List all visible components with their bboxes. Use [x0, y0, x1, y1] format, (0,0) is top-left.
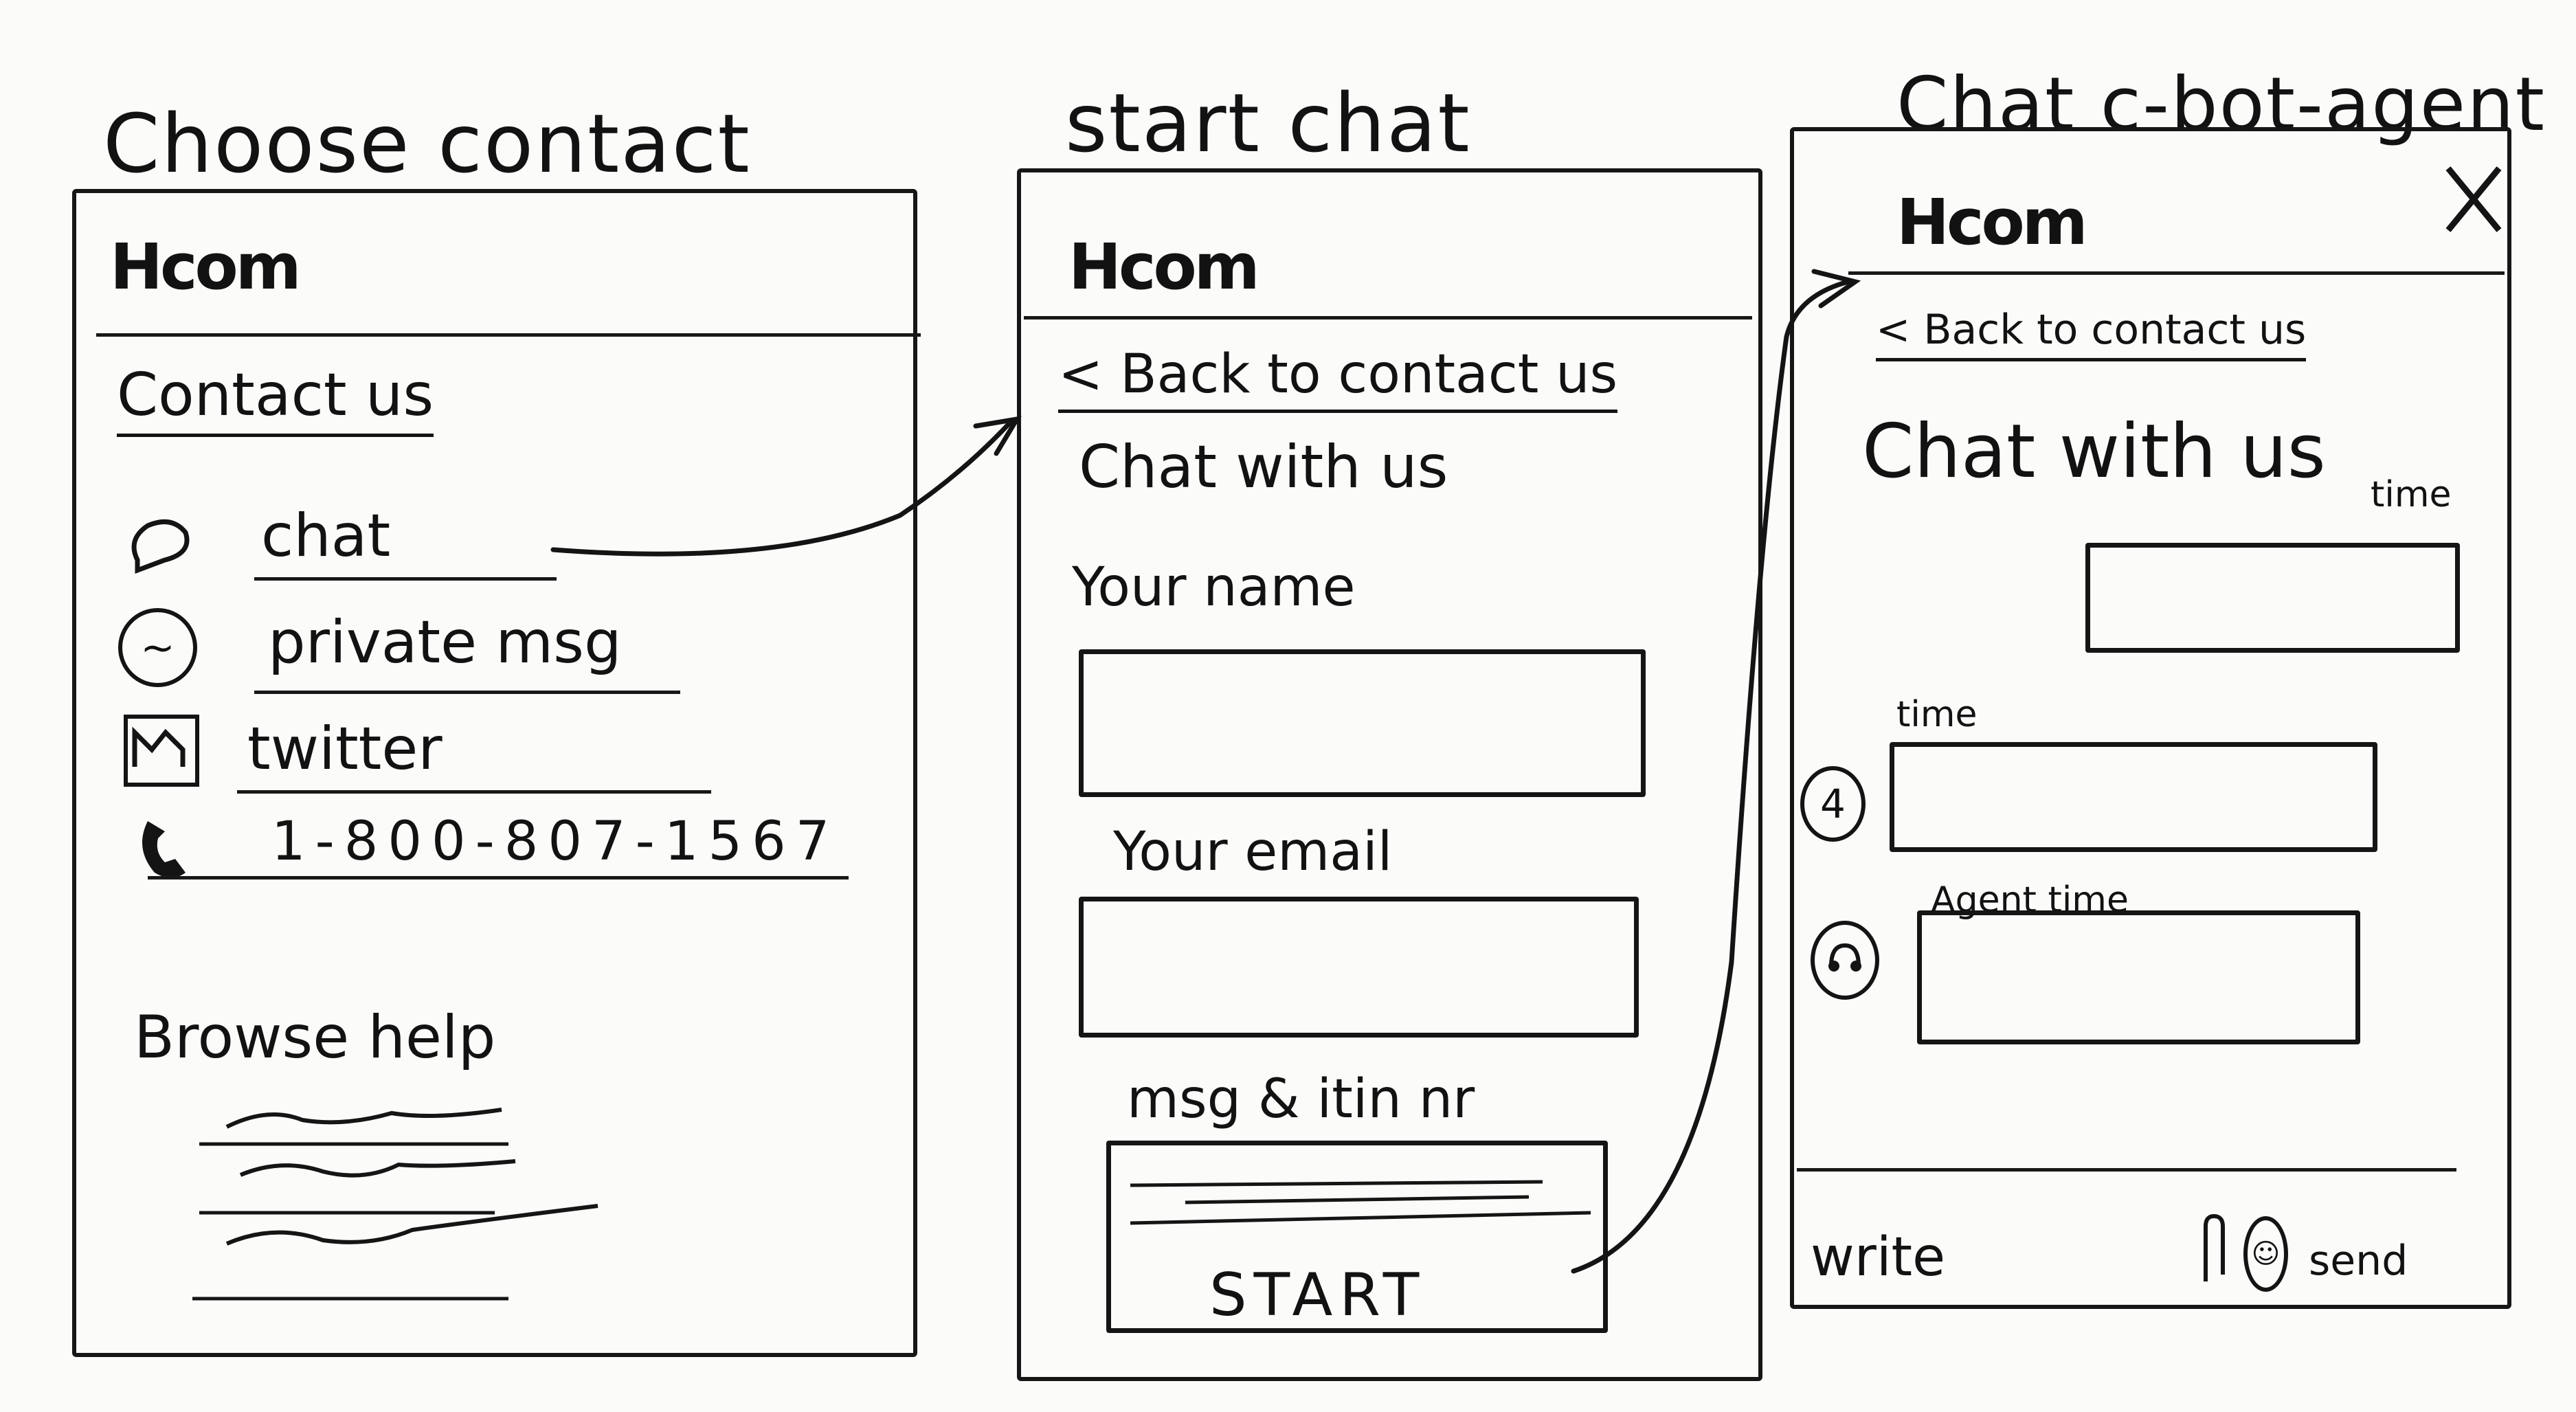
name-label: Your name: [1072, 557, 1356, 618]
chat-bubble-icon: [124, 512, 199, 577]
name-input[interactable]: [1079, 649, 1646, 797]
phone-frame: [72, 189, 917, 1357]
chat-heading: Chat with us: [1079, 433, 1448, 502]
contact-item-chat[interactable]: chat: [261, 502, 391, 570]
header-logo[interactable]: Hcom: [1896, 186, 2088, 259]
back-link[interactable]: < Back to contact us: [1058, 344, 1618, 413]
screen-title: start chat: [1065, 76, 1471, 170]
back-link[interactable]: < Back to contact us: [1876, 306, 2307, 361]
contact-item-private-msg[interactable]: private msg: [268, 608, 622, 677]
message-lines: [1130, 1180, 1591, 1225]
email-input[interactable]: [1079, 897, 1639, 1038]
twitter-icon: [124, 715, 199, 787]
close-icon[interactable]: [2443, 161, 2505, 237]
screen-title: Choose contact: [103, 96, 751, 191]
item-divider: [237, 790, 711, 794]
chat-heading: Chat with us: [1862, 409, 2326, 495]
item-divider: [254, 577, 557, 581]
header-divider: [1848, 271, 2505, 275]
start-button[interactable]: START: [1209, 1261, 1426, 1330]
item-divider: [254, 691, 680, 694]
paperclip-icon[interactable]: [2195, 1213, 2233, 1288]
write-input[interactable]: write: [1811, 1226, 1946, 1288]
send-button[interactable]: send: [2309, 1237, 2408, 1285]
message-time: time: [2371, 474, 2452, 515]
msg-label: msg & itin nr: [1127, 1068, 1475, 1130]
message-time: time: [1896, 694, 1978, 735]
browse-help-title: Browse help: [134, 1003, 496, 1072]
bot-message-bubble: [1890, 742, 2377, 852]
header-logo[interactable]: Hcom: [1068, 230, 1260, 304]
contact-item-phone[interactable]: 1-800-807-1567: [271, 811, 840, 873]
header-divider: [1024, 316, 1752, 320]
headset-agent-icon: [1811, 921, 1879, 1000]
emoji-icon[interactable]: ☺: [2243, 1216, 2288, 1292]
phone-icon: [131, 814, 196, 886]
user-message-bubble: [2085, 543, 2460, 653]
bot-avatar-icon: 4: [1800, 766, 1866, 842]
contact-item-twitter[interactable]: twitter: [247, 715, 443, 783]
composer-divider: [1797, 1168, 2456, 1172]
screen-title: Chat c-bot-agent: [1896, 62, 2546, 148]
header-divider: [96, 333, 921, 337]
email-label: Your email: [1113, 821, 1393, 883]
agent-message-bubble: [1917, 910, 2360, 1044]
header-logo[interactable]: Hcom: [110, 230, 302, 304]
section-title: Contact us: [117, 361, 434, 437]
section-divider: [148, 876, 849, 879]
help-links-scribble[interactable]: [186, 1099, 612, 1319]
message-circle-icon: ~: [118, 608, 197, 687]
